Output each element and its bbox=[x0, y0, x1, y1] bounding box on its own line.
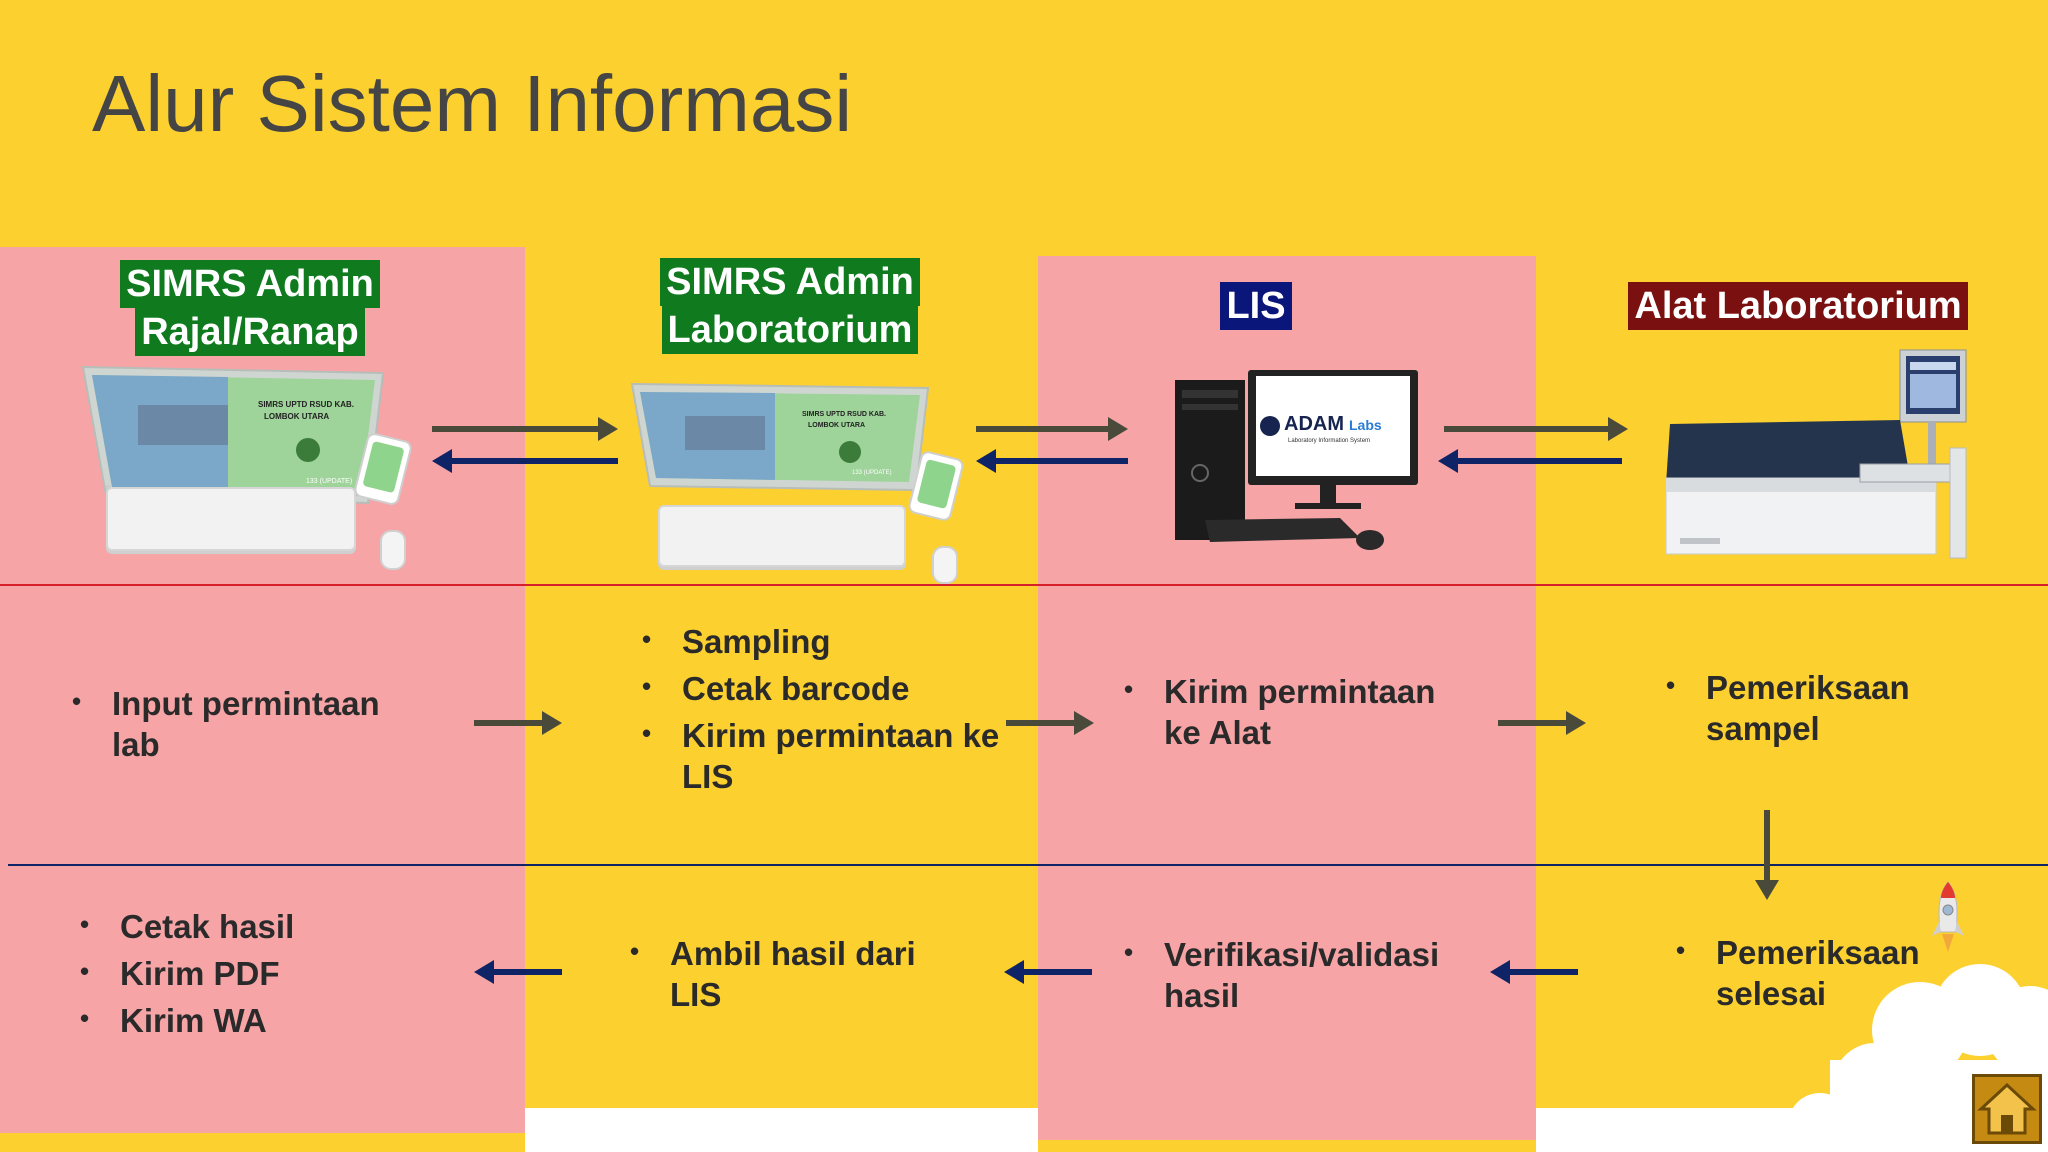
list-item: Cetak hasil bbox=[80, 904, 380, 947]
keyboard-2 bbox=[658, 505, 906, 567]
row2-cell-1: Input permintaan lab bbox=[72, 681, 412, 771]
monitor-text: LOMBOK UTARA bbox=[808, 422, 865, 429]
header-lis: LIS bbox=[1156, 282, 1356, 330]
monitor-text: SIMRS UPTD RSUD KAB. bbox=[258, 400, 354, 409]
list-item: Kirim PDF bbox=[80, 951, 380, 994]
arrow-row1-1 bbox=[432, 417, 618, 473]
header-simrs-lab: SIMRS Admin Laboratorium bbox=[600, 258, 980, 354]
computer-simrs-lab: SIMRS UPTD RSUD KAB. LOMBOK UTARA 133 (U… bbox=[630, 382, 930, 492]
mouse-2 bbox=[932, 546, 958, 584]
computer-lis: ADAM Labs Laboratory Information System bbox=[1170, 370, 1420, 555]
arrow-row1-3 bbox=[1438, 417, 1628, 473]
list-item: Verifikasi/validasi hasil bbox=[1124, 932, 1484, 1016]
list-item: Pemeriksaan selesai bbox=[1676, 930, 1946, 1014]
arrow-row2-1 bbox=[474, 711, 562, 735]
arrow-row3-3 bbox=[1490, 960, 1578, 984]
arrow-row1-2 bbox=[976, 417, 1128, 473]
monitor-text: 133 (UPDATE) bbox=[852, 470, 892, 476]
header-line: SIMRS Admin bbox=[660, 258, 920, 306]
home-icon bbox=[1977, 1082, 2037, 1135]
header-line: Rajal/Ranap bbox=[135, 308, 365, 356]
list-item: Kirim WA bbox=[80, 998, 380, 1041]
list-item: Ambil hasil dari LIS bbox=[630, 931, 960, 1015]
rocket-icon bbox=[1932, 881, 1964, 952]
monitor-text: 133 (UPDATE) bbox=[306, 478, 352, 485]
lis-logo-name: ADAM bbox=[1284, 413, 1344, 435]
list-item: Cetak barcode bbox=[642, 666, 1022, 709]
footer-strip bbox=[525, 1108, 1038, 1152]
keyboard-1 bbox=[106, 487, 356, 551]
monitor-text: LOMBOK UTARA bbox=[264, 412, 329, 421]
lab-analyzer bbox=[1660, 348, 1990, 568]
separator-blue bbox=[8, 864, 2048, 866]
row2-cell-4: Pemeriksaan sampel bbox=[1666, 665, 1966, 755]
header-line: LIS bbox=[1220, 282, 1292, 330]
row3-cell-4: Pemeriksaan selesai bbox=[1676, 930, 1946, 1020]
arrow-down bbox=[1755, 810, 1779, 900]
header-line: Alat Laboratorium bbox=[1628, 282, 1968, 330]
row3-cell-2: Ambil hasil dari LIS bbox=[630, 931, 960, 1021]
header-line: SIMRS Admin bbox=[120, 260, 380, 308]
list-item: Kirim permintaan ke LIS bbox=[642, 713, 1022, 797]
arrow-row3-1 bbox=[474, 960, 562, 984]
list-item: Sampling bbox=[642, 619, 1022, 662]
monitor-text: SIMRS UPTD RSUD KAB. bbox=[802, 411, 886, 418]
header-alat-lab: Alat Laboratorium bbox=[1598, 282, 1998, 330]
row3-cell-1: Cetak hasil Kirim PDF Kirim WA bbox=[80, 904, 380, 1047]
lis-logo-suffix: Labs bbox=[1349, 417, 1382, 433]
header-simrs-rajal: SIMRS Admin Rajal/Ranap bbox=[60, 260, 440, 356]
arrow-row2-3 bbox=[1498, 711, 1586, 735]
row3-cell-3: Verifikasi/validasi hasil bbox=[1124, 932, 1484, 1022]
header-line: Laboratorium bbox=[661, 306, 919, 354]
lis-logo-subtitle: Laboratory Information System bbox=[1288, 438, 1370, 444]
row2-cell-3: Kirim permintaan ke Alat bbox=[1124, 669, 1464, 759]
list-item: Kirim permintaan ke Alat bbox=[1124, 669, 1464, 753]
arrow-row3-2 bbox=[1004, 960, 1092, 984]
mouse-1 bbox=[380, 530, 406, 570]
list-item: Pemeriksaan sampel bbox=[1666, 665, 1966, 749]
row2-cell-2: Sampling Cetak barcode Kirim permintaan … bbox=[642, 619, 1022, 803]
arrow-row2-2 bbox=[1006, 711, 1094, 735]
page-title: Alur Sistem Informasi bbox=[92, 59, 853, 148]
home-button[interactable] bbox=[1972, 1074, 2042, 1144]
list-item: Input permintaan lab bbox=[72, 681, 412, 765]
separator-red bbox=[0, 584, 2048, 586]
